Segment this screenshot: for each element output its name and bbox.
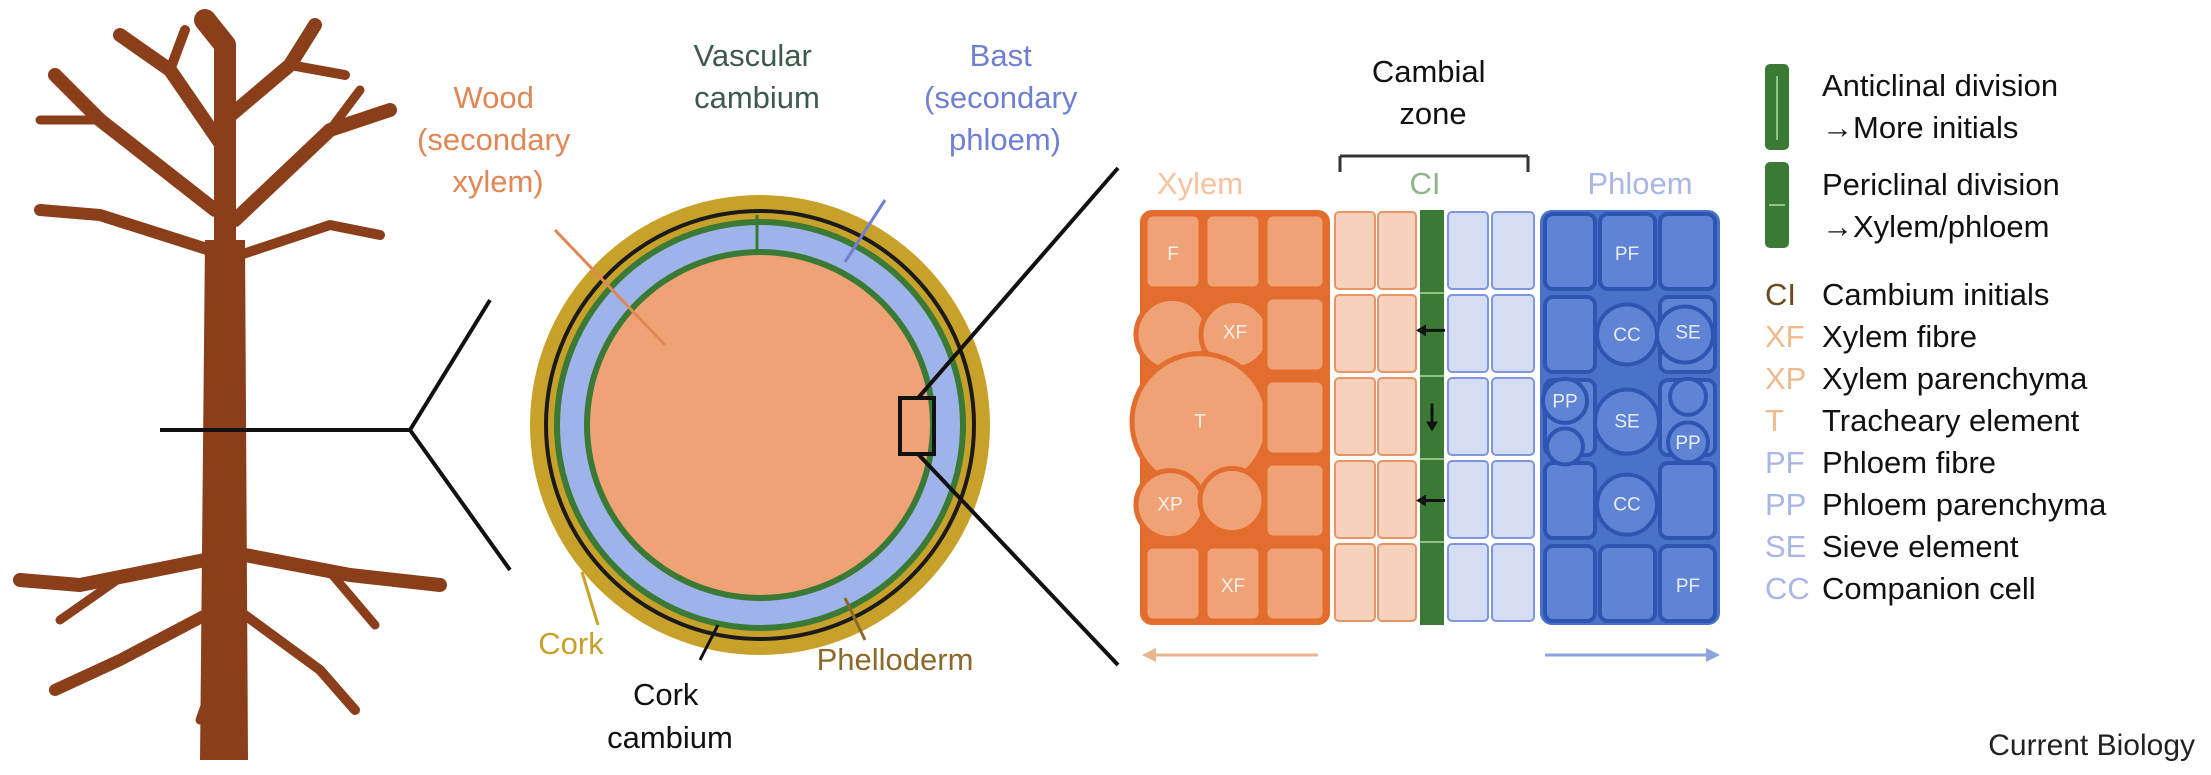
- legend-abbr: CI: [1765, 277, 1796, 312]
- legend-abbr: PF: [1765, 445, 1805, 480]
- bast-label: Bast (secondary phloem): [924, 38, 1086, 157]
- tree-illustration: [20, 20, 440, 760]
- periclinal-division-text: Periclinal division →Xylem/phloem: [1822, 167, 2068, 244]
- periclinal-division-icon: [1765, 162, 1789, 248]
- cork-cambium-label: Cork cambium: [607, 677, 733, 755]
- phloem-derivative-cell: [1448, 295, 1488, 372]
- cork-label: Cork: [538, 626, 604, 661]
- cambial-zone-header: Cambial zone: [1340, 54, 1528, 172]
- xylem-derivative-cell: [1335, 295, 1375, 372]
- phloem-cell: [1670, 379, 1706, 415]
- phloem-derivative-cell: [1448, 544, 1488, 621]
- legend-abbr: XP: [1765, 361, 1806, 396]
- anticlinal-division-icon: [1765, 64, 1789, 150]
- ci-label: CI: [1410, 166, 1441, 201]
- phloem-cell-label: PP: [1552, 392, 1577, 413]
- phloem-cell: [1660, 214, 1715, 289]
- zoom-line-bottom: [410, 430, 510, 570]
- xylem-cell-label: XP: [1157, 494, 1182, 515]
- legend-abbr: CC: [1765, 571, 1810, 606]
- xylem-cell-label: XF: [1221, 576, 1245, 597]
- legend-text: Sieve element: [1822, 529, 2019, 564]
- wood-label: Wood (secondary xylem): [417, 80, 579, 199]
- cambial-tissue-detail: F XF T XP XF PF CC SE PP SE PP CC PF: [1132, 210, 1720, 625]
- legend-abbr: XF: [1765, 319, 1805, 354]
- xylem-cell: [1200, 469, 1264, 533]
- xylem-derivative-cell: [1378, 378, 1416, 455]
- xylem-derivative-cell: [1335, 461, 1375, 538]
- stem-cross-section: [530, 195, 990, 655]
- phloem-cell: [1545, 463, 1595, 538]
- legend-text: Xylem fibre: [1822, 319, 1977, 354]
- phloem-cell: [1600, 546, 1655, 621]
- legend-abbr: SE: [1765, 529, 1806, 564]
- phloem-cell-label: PF: [1615, 244, 1639, 265]
- vascular-cambium-label: Vascular cambium: [694, 38, 821, 115]
- legend-abbr: PP: [1765, 487, 1806, 522]
- phloem-cell: [1547, 429, 1583, 465]
- phloem-cell: [1545, 546, 1595, 621]
- xylem-cell: [1265, 297, 1325, 372]
- phloem-cell-label: PF: [1676, 576, 1700, 597]
- xylem-derivative-cell: [1378, 212, 1416, 289]
- phloem-cell-label: SE: [1614, 411, 1639, 432]
- journal-credit: Current Biology: [1988, 729, 2195, 762]
- xylem-derivative-cell: [1335, 544, 1375, 621]
- phloem-cell: [1660, 463, 1715, 538]
- phloem-derivative-cell: [1448, 378, 1488, 455]
- phloem-cell-label: SE: [1675, 323, 1700, 344]
- xylem-cell: [1145, 546, 1201, 621]
- legend-abbr: T: [1765, 403, 1784, 438]
- legend-text: Phloem parenchyma: [1822, 487, 2107, 522]
- xylem-derivative-cell: [1335, 378, 1375, 455]
- svg-text:Cambial zone: Cambial zone: [1372, 54, 1494, 131]
- xylem-label: Xylem: [1157, 166, 1243, 201]
- legend-text: Tracheary element: [1822, 403, 2080, 438]
- phloem-derivative-cell: [1448, 212, 1488, 289]
- zoom-line-upper: [918, 168, 1118, 398]
- phloem-derivative-cell: [1492, 378, 1534, 455]
- legend-text: Companion cell: [1822, 571, 2036, 606]
- zoom-line-top: [410, 300, 490, 430]
- xylem-cell: [1265, 214, 1325, 289]
- phloem-cell: [1545, 214, 1595, 289]
- xylem-derivative-cell: [1378, 461, 1416, 538]
- legend-text: Phloem fibre: [1822, 445, 1996, 480]
- phloem-cell-label: CC: [1613, 325, 1640, 346]
- legend: Anticlinal division →More initials Peric…: [1765, 64, 2107, 606]
- legend-text: Xylem parenchyma: [1822, 361, 2088, 396]
- xylem-cell: [1265, 463, 1325, 538]
- phloem-derivative-cell: [1492, 295, 1534, 372]
- legend-text: Cambium initials: [1822, 277, 2049, 312]
- anticlinal-division-text: Anticlinal division →More initials: [1822, 68, 2067, 145]
- xylem-cell: [1265, 546, 1325, 621]
- phloem-cell: [1545, 297, 1595, 372]
- xylem-derivative-cell: [1335, 212, 1375, 289]
- xylem-derivative-cell: [1378, 295, 1416, 372]
- phelloderm-label: Phelloderm: [817, 642, 974, 677]
- phloem-cell-label: PP: [1675, 433, 1700, 454]
- phloem-derivative-cell: [1492, 544, 1534, 621]
- phloem-derivative-cell: [1448, 461, 1488, 538]
- xylem-fibre-cell: [1205, 214, 1261, 289]
- phloem-derivative-cell: [1492, 461, 1534, 538]
- xylem-cell: [1265, 380, 1325, 455]
- phloem-derivative-cell: [1492, 212, 1534, 289]
- zoom-line-lower: [918, 454, 1118, 665]
- xylem-cell-label: F: [1167, 244, 1179, 265]
- growth-direction-arrows: [1142, 648, 1720, 662]
- phloem-cell-label: CC: [1613, 494, 1640, 515]
- xylem-cell-label: T: [1194, 411, 1206, 432]
- xylem-derivative-cell: [1378, 544, 1416, 621]
- phloem-label: Phloem: [1587, 166, 1692, 201]
- xylem-cell-label: XF: [1223, 323, 1247, 344]
